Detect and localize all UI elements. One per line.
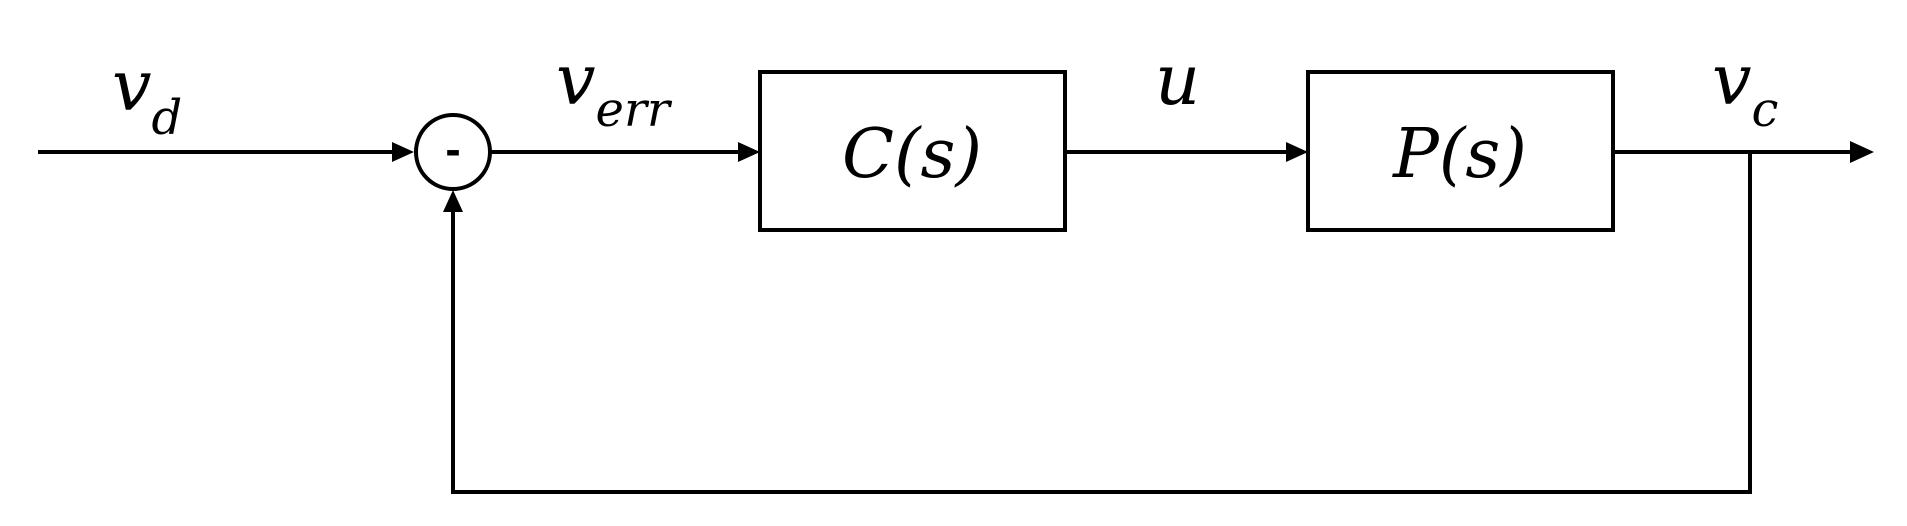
reference-signal-main: v <box>112 45 152 127</box>
controller-block-label: C(s) <box>842 115 982 194</box>
reference-signal-subscript: d <box>152 90 183 146</box>
controller-block <box>758 70 1067 232</box>
reference-signal-label: vd <box>112 45 182 146</box>
error-signal-subscript: err <box>596 82 673 138</box>
control-signal-label: u <box>1155 39 1200 121</box>
feedback-arrowhead <box>443 190 463 212</box>
output-signal-subscript: c <box>1752 82 1779 138</box>
error-signal-main: v <box>556 39 596 121</box>
reference-arrowhead <box>392 142 414 162</box>
control-arrowhead <box>1286 142 1308 162</box>
control-signal-main: u <box>1155 39 1200 121</box>
output-arrowhead <box>1850 141 1874 163</box>
summing-junction-sign: - <box>445 129 461 173</box>
error-signal-label: verr <box>556 39 673 138</box>
plant-block <box>1306 70 1615 232</box>
output-signal-main: v <box>1712 39 1752 121</box>
output-signal-label: vc <box>1712 39 1778 138</box>
feedback-path <box>451 152 1752 494</box>
error-arrowhead <box>738 142 760 162</box>
plant-block-label: P(s) <box>1391 115 1527 194</box>
